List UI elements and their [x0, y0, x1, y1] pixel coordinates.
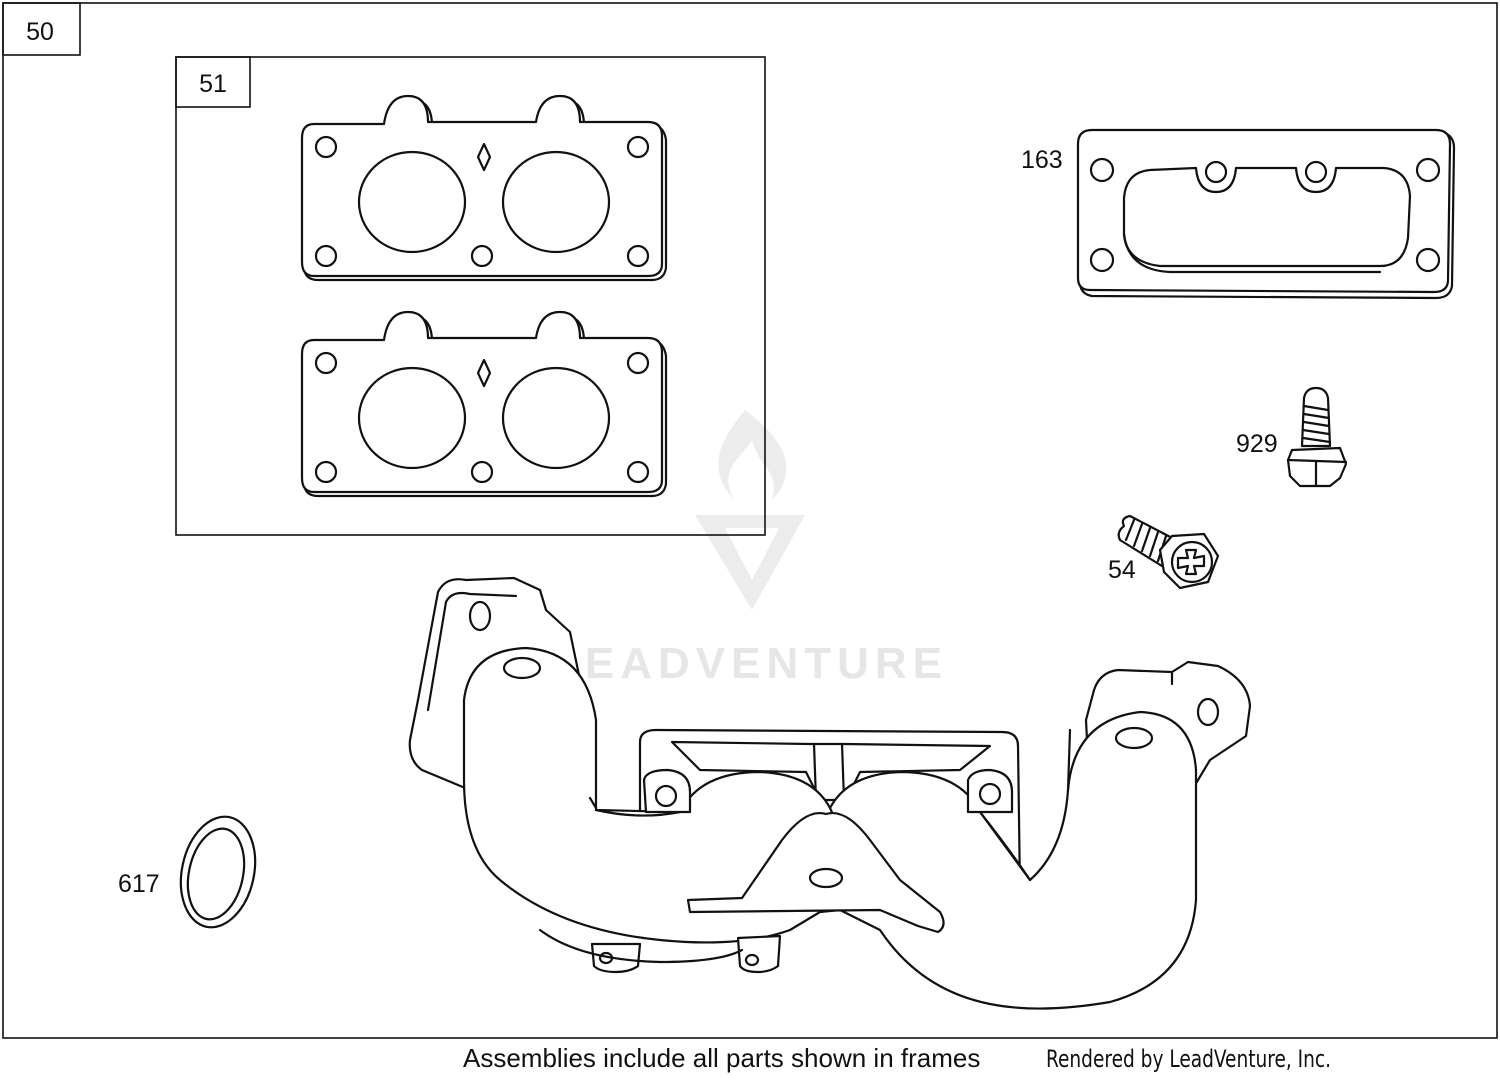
gasket-kit-label-box [175, 56, 251, 108]
exhaust-manifold[interactable] [408, 576, 1252, 1010]
footer-note: Assemblies include all parts shown in fr… [463, 1043, 981, 1073]
part-54-screw[interactable] [1117, 514, 1220, 590]
callout-617[interactable]: 617 [118, 870, 160, 898]
assembly-label[interactable]: 50 [26, 18, 54, 46]
rendered-by-credit: Rendered by LeadVenture, Inc. [1046, 1045, 1332, 1073]
part-929-bolt[interactable] [1286, 386, 1348, 488]
assembly-frame [2, 2, 1498, 1039]
part-163-gasket[interactable] [1076, 128, 1456, 300]
callout-163[interactable]: 163 [1021, 146, 1063, 174]
gasket-kit-label[interactable]: 51 [199, 70, 227, 98]
exhaust-gasket-lower[interactable] [300, 310, 668, 498]
exhaust-gasket-upper[interactable] [300, 94, 668, 282]
callout-929[interactable]: 929 [1236, 430, 1278, 458]
callout-54[interactable]: 54 [1108, 556, 1136, 584]
part-617-ring[interactable] [171, 810, 265, 935]
assembly-label-box [2, 2, 81, 56]
leadventure-watermark: LEADVENTURE [552, 410, 948, 688]
gasket-kit-frame [175, 56, 766, 536]
watermark-text: LEADVENTURE [552, 639, 948, 688]
